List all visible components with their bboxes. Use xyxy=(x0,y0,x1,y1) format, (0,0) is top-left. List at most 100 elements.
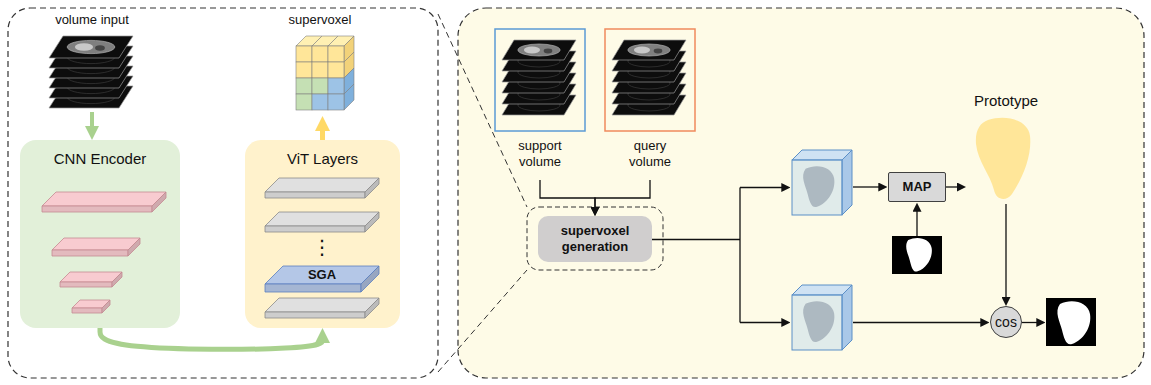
layer-slab-top xyxy=(42,192,166,206)
ellipsis-mark: ⋮ xyxy=(312,234,332,260)
node-label: CNN Encoder xyxy=(20,150,180,168)
mask-image xyxy=(892,236,942,274)
encoder-layers xyxy=(20,140,180,328)
prototype-shape xyxy=(976,118,1030,199)
layer-slab-side xyxy=(365,212,379,232)
volume-illustration xyxy=(494,28,586,132)
flow-arrow xyxy=(1005,204,1006,300)
flow-arrow xyxy=(740,187,784,188)
support-volume: support volume xyxy=(494,28,586,180)
mri-slice xyxy=(502,40,576,60)
cube-face xyxy=(792,160,842,215)
node-label: query volume xyxy=(613,138,687,170)
voxel-cell xyxy=(296,62,312,78)
organ-detail xyxy=(524,47,540,54)
flow-arrow xyxy=(90,112,94,130)
zoom-line xyxy=(438,270,527,372)
body-outline xyxy=(67,40,115,53)
flow-arrow xyxy=(740,322,784,323)
layer-slab-side xyxy=(365,298,379,318)
volume-frame xyxy=(495,29,585,131)
flow-arrow xyxy=(946,186,960,187)
cube-face xyxy=(842,285,852,350)
layer-slab-front xyxy=(72,308,102,313)
layer-slab-front xyxy=(60,282,112,287)
layer-slab-front xyxy=(42,206,152,212)
supervoxel-grid xyxy=(270,30,370,116)
voxel-cell xyxy=(328,78,344,94)
flow-arrow xyxy=(540,180,595,210)
mri-slice xyxy=(49,36,133,58)
voxel-cell xyxy=(296,78,312,94)
node-label: support volume xyxy=(503,138,577,170)
supervoxel-cube: supervoxel xyxy=(270,12,370,116)
body-outline xyxy=(518,44,560,56)
node-label: volume input xyxy=(42,12,142,28)
body-outline xyxy=(628,44,670,56)
voxel-face xyxy=(344,84,354,110)
flow-arrow xyxy=(320,127,325,141)
flow-arrow xyxy=(853,322,983,323)
voxel-cell xyxy=(312,62,328,78)
node-label: supervoxel xyxy=(270,12,370,28)
cube-face xyxy=(842,150,852,215)
voxel-cell xyxy=(312,78,328,94)
layer-slab-top xyxy=(265,266,379,284)
node-label: MAP xyxy=(903,179,932,195)
organ-detail xyxy=(654,49,663,54)
mask-image xyxy=(1046,298,1096,346)
mri-slice xyxy=(612,40,686,60)
cube-face xyxy=(792,295,842,350)
layer-slab-side xyxy=(112,272,122,287)
node-label: supervoxel generation xyxy=(548,223,642,255)
mask-ground xyxy=(1046,298,1096,346)
node-label: SGA xyxy=(265,266,379,284)
layer-slab-front xyxy=(265,226,365,232)
organ-detail xyxy=(544,49,553,54)
encoder-block: CNN Encoder xyxy=(20,140,180,328)
attention-layer: SGA xyxy=(265,266,379,292)
voxel-cell xyxy=(328,46,344,62)
organ-shape xyxy=(1057,301,1090,344)
flow-arrow xyxy=(916,209,917,236)
flow-arrow xyxy=(853,186,881,187)
feature-cube xyxy=(792,150,852,215)
module-frame xyxy=(527,207,663,270)
input-volume: volume input xyxy=(42,12,142,112)
mask-ground xyxy=(892,236,942,274)
flow-arrow xyxy=(739,188,740,323)
organ-detail xyxy=(634,47,650,54)
organ-shape xyxy=(906,238,932,272)
layer-slab-front xyxy=(265,312,365,318)
layer-slab-front xyxy=(265,284,361,292)
layer-slab-side xyxy=(361,266,379,292)
flow-arrow xyxy=(651,239,740,240)
layer-slab-side xyxy=(152,192,166,212)
voxel-cell xyxy=(296,94,312,110)
layer-slab-front xyxy=(265,192,365,198)
layer-slab-top xyxy=(52,238,140,250)
voxel-cell xyxy=(328,62,344,78)
prototype-blob: Prototype xyxy=(966,92,1046,204)
layer-slab-top xyxy=(265,298,379,312)
layer-slab-top xyxy=(60,272,122,282)
voxel-cell xyxy=(312,94,328,110)
panel-frame xyxy=(8,8,438,378)
volume-illustration xyxy=(604,28,696,132)
node-label: ViT Layers xyxy=(245,150,400,168)
prototype-shape xyxy=(966,114,1046,204)
panel-frame xyxy=(458,8,1144,378)
operator-circle: cos xyxy=(990,306,1022,338)
voxel-cell xyxy=(328,94,344,110)
feature-cube xyxy=(792,285,852,350)
node-label: Prototype xyxy=(966,92,1046,110)
flow-arrow xyxy=(595,180,650,210)
process-box: MAP xyxy=(888,172,946,202)
layer-slab-side xyxy=(128,238,140,256)
process-box: supervoxel generation xyxy=(538,216,652,262)
transformer-layers xyxy=(245,140,400,328)
volume-frame xyxy=(605,29,695,131)
transformer-block: ViT LayersSGA xyxy=(245,140,400,328)
flow-arrow xyxy=(100,328,323,349)
node-label: cos xyxy=(995,314,1017,331)
